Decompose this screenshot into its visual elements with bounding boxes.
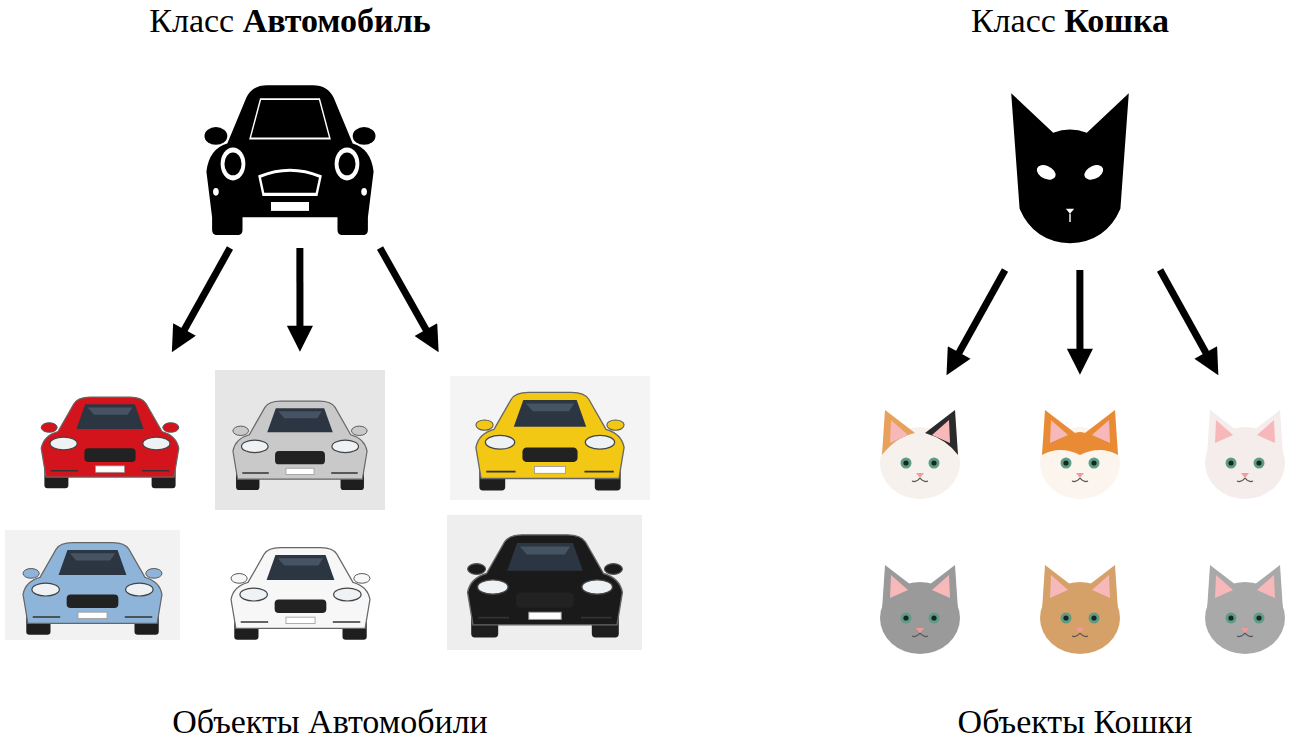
objects-group: Объекты Кошки: [850, 378, 1300, 740]
car-pictures: [5, 370, 650, 650]
text-row: КлассКошка: [971, 2, 1169, 39]
instance-arrow: [380, 248, 428, 334]
caption-text: Класс: [971, 2, 1056, 39]
instance-arrow: [1160, 270, 1208, 357]
text-row: КлассАвтомобиль: [149, 2, 430, 39]
cat-class-icon: [1011, 93, 1129, 243]
caption-text: Класс: [149, 2, 234, 39]
class-box: КлассАвтомобиль: [100, 2, 480, 248]
class-box: КлассКошка: [880, 2, 1260, 270]
cat-pictures: [880, 410, 1285, 654]
caption-text: Объекты Автомобили: [172, 703, 488, 740]
text-row: Объекты Автомобили: [172, 703, 488, 740]
instance-arrow: [957, 270, 1005, 357]
class-name: Автомобиль: [243, 2, 431, 39]
class-name: Кошка: [1064, 2, 1169, 39]
objects-group: Объекты Автомобили: [0, 355, 660, 740]
car-class-icon: [205, 85, 376, 235]
instance-arrow: [182, 248, 230, 334]
text-row: Объекты Кошки: [958, 703, 1193, 740]
instance-arrow: [1076, 270, 1083, 354]
instance-arrow: [296, 248, 303, 331]
caption-text: Объекты Кошки: [958, 703, 1193, 740]
